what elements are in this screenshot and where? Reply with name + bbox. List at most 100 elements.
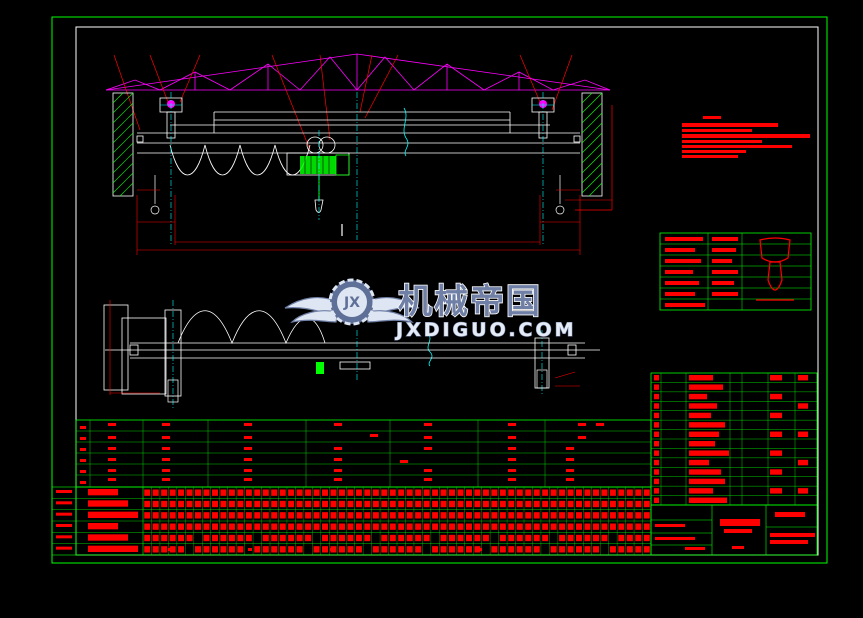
bottom-cell-value: [542, 534, 549, 542]
bottom-cell-value: [499, 523, 506, 530]
bottom-cell-value: [313, 512, 320, 519]
hook-detail-table: [659, 232, 812, 311]
bottom-cell-value: [499, 534, 506, 542]
bottom-cell-value: [474, 500, 481, 508]
bottom-cell-value: [525, 546, 532, 553]
bottom-cell-value: [618, 489, 625, 496]
bottom-cell-value: [491, 489, 498, 496]
bottom-cell-value: [355, 546, 362, 553]
hook-right: [555, 175, 565, 215]
bottom-cell-value: [415, 546, 422, 553]
bottom-cell-value: [584, 489, 591, 496]
bottom-cell-value: [567, 500, 574, 508]
spec-value-mark: [334, 458, 342, 461]
bottom-cell-value: [364, 523, 371, 530]
bottom-cell-value: [203, 512, 210, 519]
bottom-cell-value: [271, 534, 278, 542]
left-wall: [112, 92, 134, 197]
bottom-cell-value: [144, 489, 151, 496]
spec-value-mark: [334, 478, 342, 481]
bottom-cell-value: [355, 523, 362, 530]
main-girder: [136, 111, 581, 154]
bottom-cell-value: [152, 534, 159, 542]
watermark-subtitle: JXDIGUO.COM: [394, 319, 577, 341]
bottom-cell-value: [262, 489, 269, 496]
bottom-cell-value: [161, 512, 168, 519]
bottom-cell-value: [228, 534, 235, 542]
bottom-cell-value: [508, 489, 515, 496]
bottom-cell-value: [195, 489, 202, 496]
bottom-cell-value: [635, 489, 642, 496]
bottom-cell-value: [381, 523, 388, 530]
bottom-cell-value: [474, 523, 481, 530]
hook-detail-icon: [756, 237, 794, 301]
spec-value-mark: [244, 458, 252, 461]
parts-list-cell: [798, 375, 808, 381]
bottom-cell-value: [203, 489, 210, 496]
bottom-cell-value: [449, 500, 456, 508]
bottom-cell-value: [508, 523, 515, 530]
bottom-cell-value: [245, 500, 252, 508]
bottom-cell-value: [398, 523, 405, 530]
bottom-cell-value: [381, 546, 388, 553]
bottom-cell-value: [559, 489, 566, 496]
spec-label-mark: [80, 470, 86, 473]
bottom-cell-value: [220, 512, 227, 519]
outer-border: [51, 16, 828, 564]
bottom-cell-value: [643, 523, 650, 530]
bottom-cell-value: [161, 500, 168, 508]
spec-value-mark: [162, 469, 170, 472]
bottom-cell-value: [415, 523, 422, 530]
bottom-cell-value: [508, 512, 515, 519]
bottom-cell-value: [322, 500, 329, 508]
bottom-cell-value: [398, 500, 405, 508]
bottom-cell-value: [288, 512, 295, 519]
bottom-cell-value: [389, 523, 396, 530]
bottom-cell-value: [584, 512, 591, 519]
bottom-cell-value: [533, 546, 540, 553]
bottom-cell-value: [313, 500, 320, 508]
bottom-cell-value: [525, 523, 532, 530]
bottom-cell-value: [211, 534, 218, 542]
bottom-cell-value: [550, 512, 557, 519]
bottom-cell-value: [643, 546, 650, 553]
bottom-cell-value: [465, 500, 472, 508]
bottom-cell-value: [432, 523, 439, 530]
bottom-cell-value: [288, 523, 295, 530]
bottom-cell-value: [195, 500, 202, 508]
bottom-cell-value: [482, 489, 489, 496]
bottom-cell-value: [584, 534, 591, 542]
bottom-cell-value: [643, 489, 650, 496]
bottom-cell-value: [195, 512, 202, 519]
spec-value-mark: [578, 423, 586, 426]
bottom-side-label: [56, 546, 72, 550]
bottom-cell-value: [449, 534, 456, 542]
bottom-cell-value: [305, 489, 312, 496]
parts-list-cell: [770, 393, 782, 400]
bottom-cell-value: [499, 512, 506, 519]
bottom-cell-value: [525, 489, 532, 496]
bottom-cell-value: [592, 523, 599, 530]
bottom-cell-value: [474, 512, 481, 519]
bottom-cell-value: [499, 489, 506, 496]
parts-list-cell: [654, 384, 659, 390]
bottom-cell-value: [296, 534, 303, 542]
bottom-footer-mark: [400, 548, 404, 551]
spec-value-mark: [334, 423, 342, 426]
bottom-cell-value: [381, 500, 388, 508]
bottom-cell-value: [389, 512, 396, 519]
spec-value-mark: [566, 478, 574, 481]
bottom-cell-value: [592, 512, 599, 519]
bottom-cell-value: [423, 489, 430, 496]
bottom-cell-value: [465, 546, 472, 553]
bottom-cell-value: [271, 500, 278, 508]
bottom-cell-value: [398, 489, 405, 496]
bottom-cell-value: [423, 534, 430, 542]
bottom-cell-value: [592, 489, 599, 496]
spec-value-mark: [424, 478, 432, 481]
bottom-cell-value: [237, 500, 244, 508]
bottom-cell-value: [440, 546, 447, 553]
bottom-cell-value: [220, 534, 227, 542]
bottom-cell-value: [313, 546, 320, 553]
bottom-cell-value: [288, 489, 295, 496]
